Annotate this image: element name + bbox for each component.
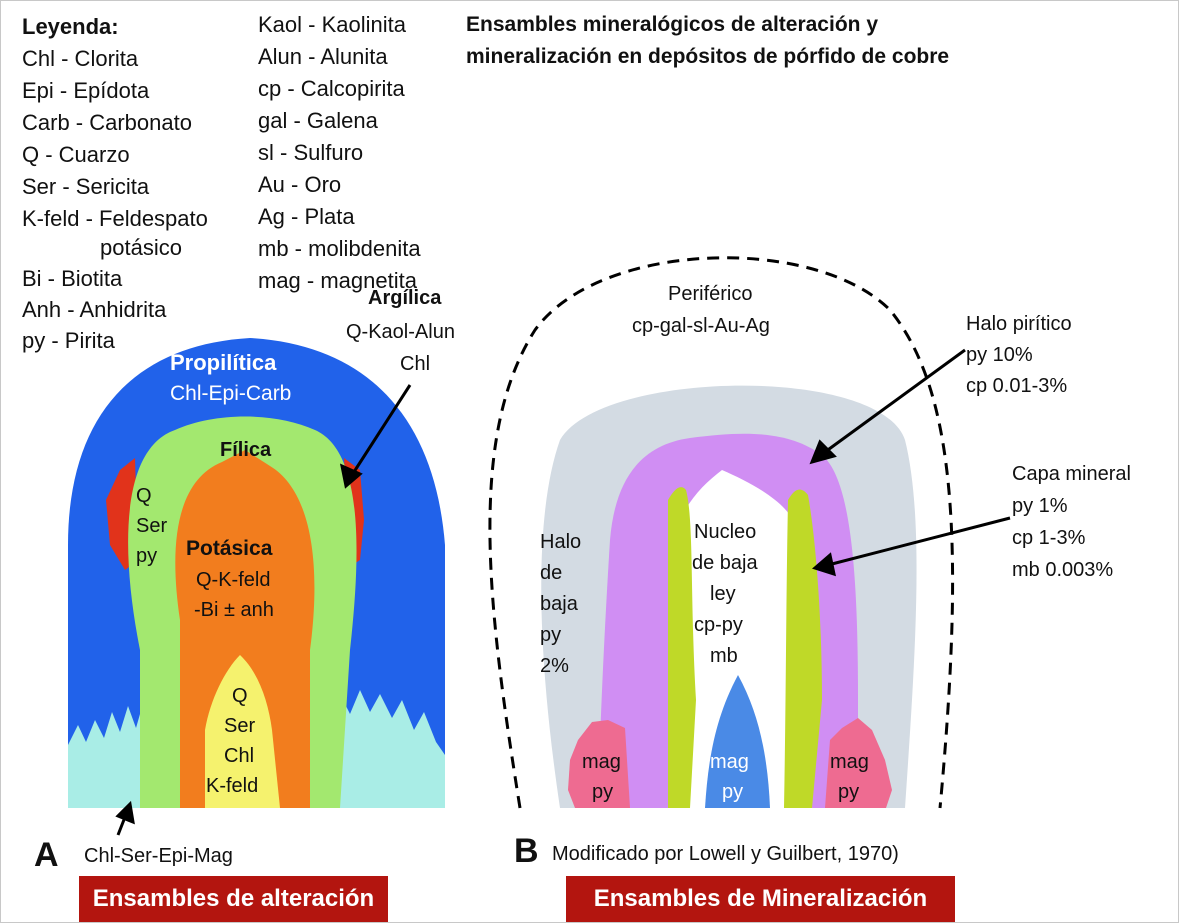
py-label-left: py [592, 781, 614, 803]
arrow-capa-mineral [827, 516, 1011, 567]
legend-item: Anh - Anhidrita [22, 297, 167, 322]
arrow-halo-piritico [824, 348, 966, 454]
halo-baja-label: baja [540, 593, 578, 615]
legend-item: Q - Cuarzo [22, 142, 130, 167]
diagram-a-shapes [68, 338, 445, 808]
nucleo-minerals: cp-py [694, 614, 743, 636]
capa-mineral-label: Capa mineral [1012, 463, 1131, 485]
halo-piritico-value: cp 0.01-3% [966, 375, 1068, 397]
capa-mineral-value: mb 0.003% [1012, 559, 1114, 581]
mineralizacion-badge: Ensambles de Mineralización [566, 876, 955, 922]
core-mineral: Q [232, 685, 248, 707]
py-label-center: py [722, 781, 744, 803]
filica-mineral: Q [136, 485, 152, 507]
legend-item: Alun - Alunita [258, 44, 388, 69]
capa-mineral-zone-left [668, 487, 696, 808]
arrow-base-head [115, 800, 135, 825]
argilica-label: Argílica [368, 287, 442, 309]
arrow-argilica [350, 384, 412, 476]
legend-item: Chl - Clorita [22, 46, 139, 71]
base-zone-label: Chl-Ser-Epi-Mag [84, 845, 233, 867]
core-mineral: Chl [224, 745, 255, 767]
nucleo-zone [668, 470, 800, 808]
figure-title-line1: Ensambles mineralógicos de alteración y [466, 13, 878, 36]
legend-item: K-feld - Feldespato [22, 206, 208, 231]
mag-py-zone-right [825, 718, 892, 808]
potasica-minerals-line2: -Bi ± anh [194, 599, 274, 621]
halo-baja-value: py [540, 624, 562, 646]
legend-item: Au - Oro [258, 172, 342, 197]
legend-item: Ser - Sericita [22, 174, 150, 199]
potasica-minerals-line1: Q-K-feld [196, 569, 271, 591]
legend-item: Epi - Epídota [22, 78, 150, 103]
legend-item: py - Pirita [22, 328, 115, 353]
diagram-b-shapes [488, 256, 955, 809]
diagram-b-letter: B [514, 832, 539, 870]
potasica-label: Potásica [186, 537, 273, 560]
periferico-minerals: cp-gal-sl-Au-Ag [632, 315, 770, 337]
legend-item: cp - Calcopirita [258, 76, 405, 101]
arrow-capa-mineral-head [811, 552, 836, 577]
mag-label-right: mag [830, 751, 869, 773]
mag-label-center: mag [710, 751, 749, 773]
periferico-label: Periférico [668, 283, 753, 305]
halo-baja-label: de [540, 562, 563, 584]
source-citation: Modificado por Lowell y Guilbert, 1970) [552, 843, 899, 865]
legend-item: Carb - Carbonato [22, 110, 192, 135]
legend-heading: Leyenda: [22, 14, 119, 39]
nucleo-label: de baja [692, 552, 758, 574]
legend-item: Kaol - Kaolinita [258, 12, 406, 37]
argilica-minerals-line1: Q-Kaol-Alun [346, 321, 455, 343]
filica-label: Fílica [220, 439, 272, 461]
filica-mineral: py [136, 545, 158, 567]
core-mineral: Ser [224, 715, 256, 737]
capa-mineral-zone-right [784, 489, 822, 808]
arrow-argilica-head [339, 463, 363, 489]
mag-py-zone-left [568, 720, 630, 808]
nucleo-label: Nucleo [694, 521, 757, 543]
legend-item: Bi - Biotita [22, 266, 123, 291]
halo-baja-label: Halo [540, 531, 582, 553]
legend-item: mag - magnetita [258, 268, 417, 293]
capa-mineral-value: cp 1-3% [1012, 527, 1086, 549]
filica-mineral: Ser [136, 515, 168, 537]
arrow-halo-piritico-head [809, 439, 837, 465]
nucleo-label: ley [710, 583, 736, 605]
propilitica-label: Propilítica [170, 350, 277, 375]
diagram-a-letter: A [34, 836, 59, 874]
periferico-boundary [488, 256, 955, 809]
alteracion-badge: Ensambles de alteración [79, 876, 388, 922]
legend-item: potásico [100, 235, 182, 260]
legend-item: Ag - Plata [258, 204, 355, 229]
mag-py-zone-center [705, 675, 770, 808]
halo-piritico-label: Halo pirítico [966, 313, 1072, 335]
core-mineral: K-feld [206, 775, 259, 797]
legend-item: sl - Sulfuro [258, 140, 364, 165]
py-label-right: py [838, 781, 860, 803]
core-yellow-zone [205, 655, 280, 808]
legend-item: gal - Galena [258, 108, 378, 133]
legend-item: mb - molibdenita [258, 236, 421, 261]
nucleo-minerals: mb [710, 645, 738, 667]
mag-label-left: mag [582, 751, 621, 773]
propilitica-minerals: Chl-Epi-Carb [170, 382, 292, 405]
halo-baja-value: 2% [540, 655, 569, 677]
arrows [115, 348, 1011, 836]
argilica-minerals-line2: Chl [400, 353, 431, 375]
figure-title-line2: mineralización en depósitos de pórfido d… [466, 45, 950, 68]
halo-piritico-value: py 10% [966, 344, 1033, 366]
capa-mineral-value: py 1% [1012, 495, 1068, 517]
